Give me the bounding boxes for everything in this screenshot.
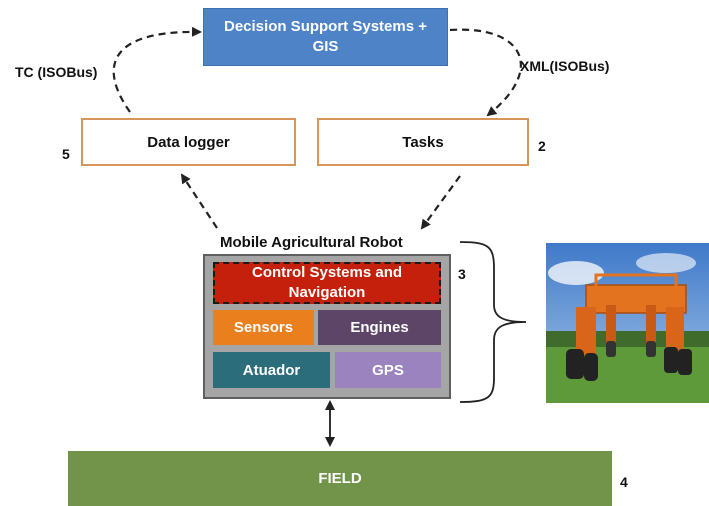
data-logger-number: 5 — [62, 146, 70, 162]
tc-isobus-label: TC (ISOBus) — [15, 64, 98, 80]
robot-title: Mobile Agricultural Robot — [220, 234, 403, 251]
tc-arrow — [112, 26, 202, 113]
gps-module: GPS — [335, 352, 441, 388]
sensors-module: Sensors — [213, 310, 314, 345]
tasks-node: Tasks — [317, 118, 529, 166]
dss-gis-node: Decision Support Systems + GIS — [203, 8, 448, 66]
field-node: FIELD — [68, 451, 612, 506]
control-line2: Navigation — [288, 284, 366, 301]
tasks-label: Tasks — [402, 133, 444, 151]
field-label: FIELD — [318, 470, 362, 487]
field-number: 4 — [620, 474, 628, 490]
dss-line1: Decision Support Systems + — [224, 18, 427, 35]
atuador-module: Atuador — [213, 352, 330, 388]
curly-brace — [459, 241, 527, 403]
engines-module: Engines — [318, 310, 441, 345]
dss-line2: GIS — [312, 38, 339, 55]
xml-arrow — [449, 28, 522, 117]
robot-to-logger-arrow — [180, 173, 218, 229]
control-line1: Control Systems and — [251, 264, 403, 281]
data-logger-label: Data logger — [147, 133, 230, 151]
robot-photo — [546, 243, 709, 403]
tasks-number: 2 — [538, 138, 546, 154]
data-logger-node: Data logger — [81, 118, 296, 166]
robot-number: 3 — [458, 266, 466, 282]
xml-isobus-label: XML(ISOBus) — [520, 58, 610, 74]
tasks-to-robot-arrow — [420, 175, 461, 230]
control-systems-module: Control Systems and Navigation — [213, 262, 441, 304]
